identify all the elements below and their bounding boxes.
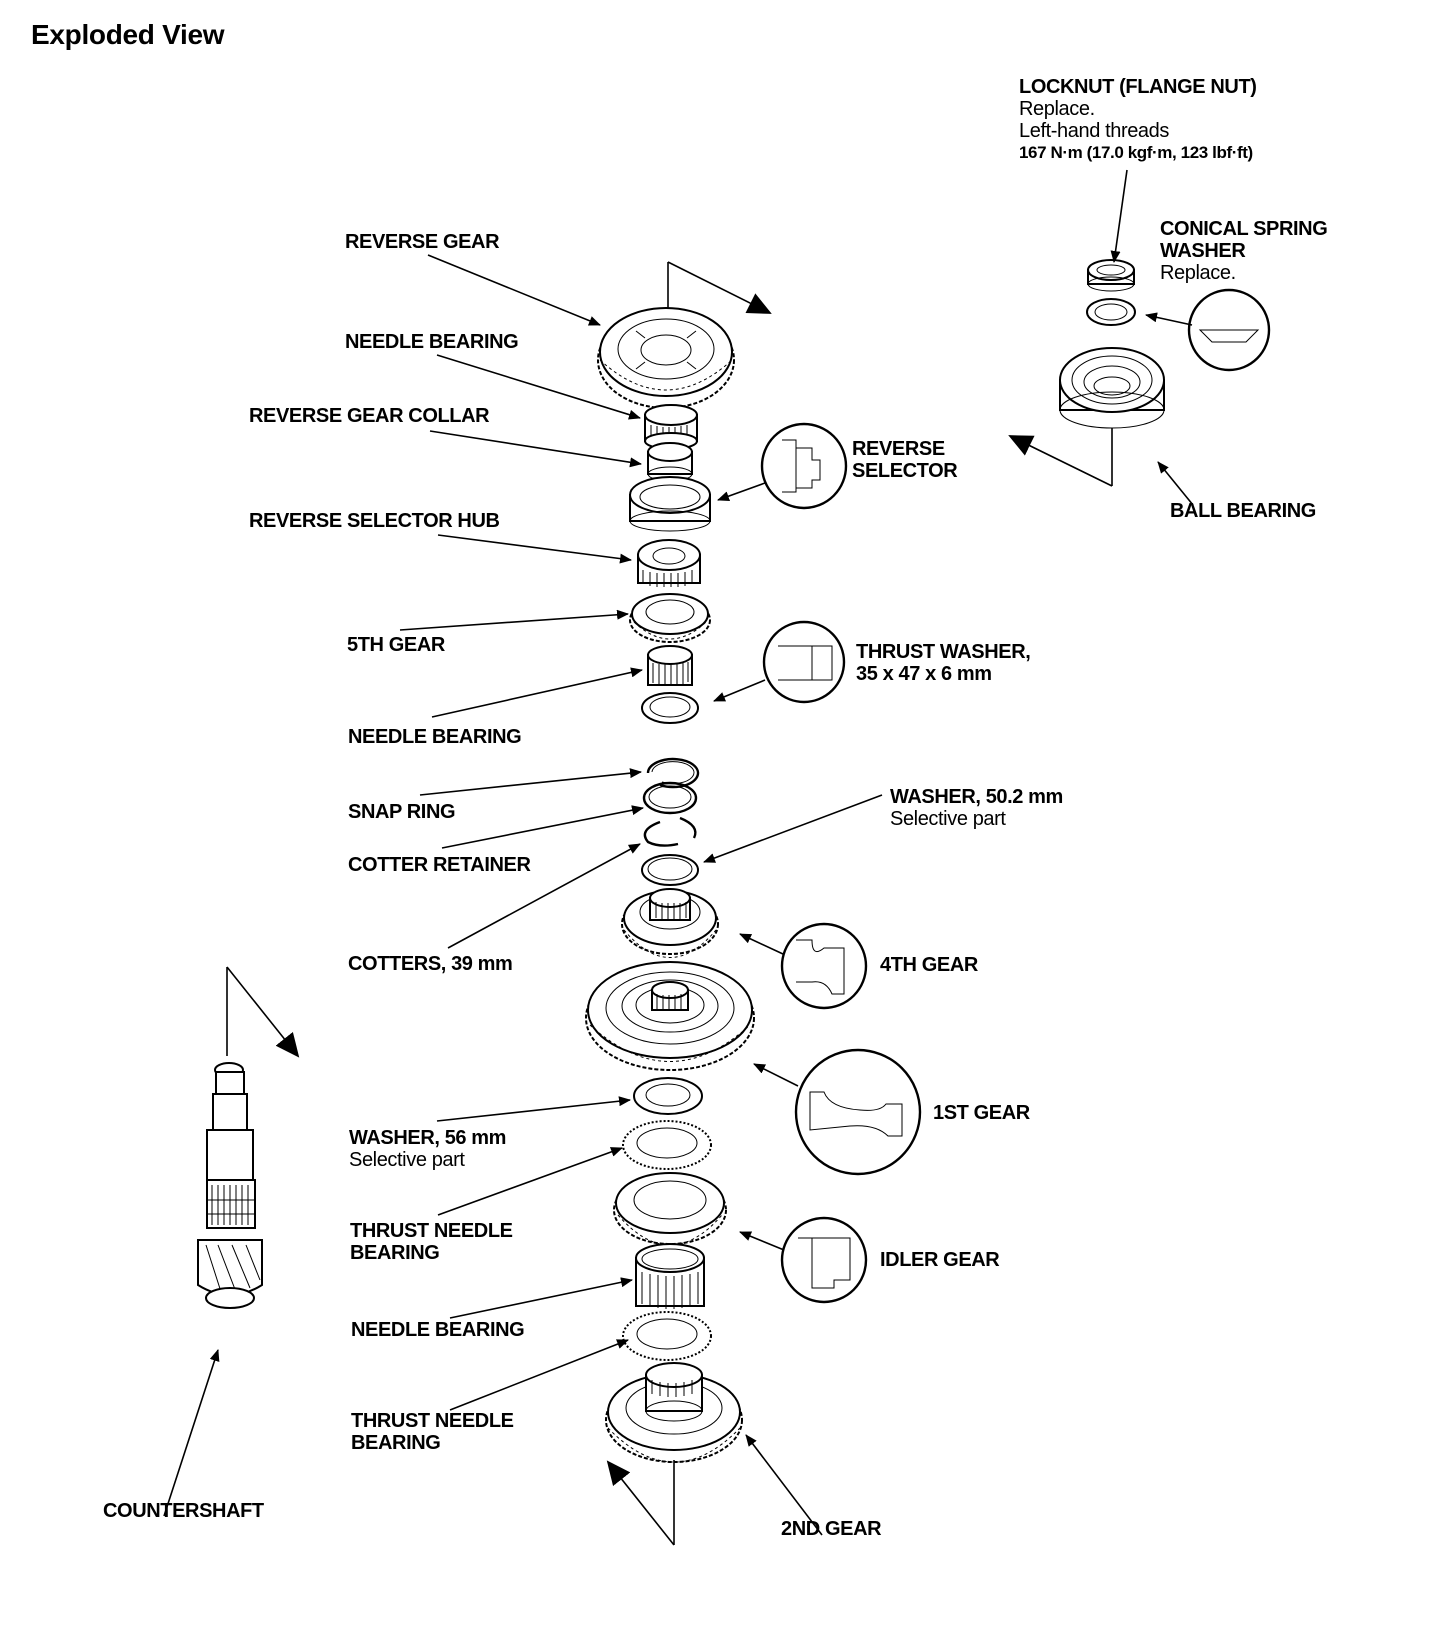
idler-gear-label: IDLER GEAR <box>880 1249 1000 1271</box>
reverse-selector-detail <box>717 422 848 510</box>
conical-spring-washer-detail <box>1187 288 1271 372</box>
cotters-part <box>643 816 697 847</box>
snap-ring-label: SNAP RING <box>348 801 456 823</box>
conical-spring-washer-line2: WASHER <box>1160 240 1246 262</box>
fourth-gear-part <box>621 888 719 958</box>
thrust-washer-part <box>641 692 699 724</box>
washer-50-2-label: WASHER, 50.2 mm Selective part <box>890 786 1063 830</box>
reverse-gear-collar-part <box>647 442 693 482</box>
locknut-torque: 167 N·m (17.0 kgf·m, 123 lbf·ft) <box>1019 143 1253 162</box>
thrust-washer-line2: 35 x 47 x 6 mm <box>856 663 992 685</box>
conical-spring-washer-note: Replace. <box>1160 262 1236 284</box>
reverse-selector-line1: REVERSE <box>852 438 945 460</box>
leader-lines <box>163 169 1194 1536</box>
needle-bearing-3-part <box>635 1243 705 1309</box>
reverse-selector-label: REVERSE SELECTOR <box>852 438 958 482</box>
first-gear-part <box>585 961 755 1071</box>
washer-56-label: WASHER, 56 mm Selective part <box>349 1127 506 1171</box>
washer-50-2-note: Selective part <box>890 808 1006 830</box>
fifth-gear-part <box>629 593 711 643</box>
thrust-needle-bearing-2-line1: THRUST NEEDLE <box>351 1410 514 1432</box>
thrust-needle-bearing-1-part <box>622 1120 712 1170</box>
reverse-gear-part <box>597 307 735 409</box>
thrust-washer-detail <box>713 620 846 704</box>
fifth-gear-label: 5TH GEAR <box>347 634 445 656</box>
cotters-label: COTTERS, 39 mm <box>348 953 513 975</box>
locknut-note-replace: Replace. <box>1019 98 1095 120</box>
conical-spring-washer-label: CONICAL SPRING WASHER Replace. <box>1160 218 1328 284</box>
diagram-title: Exploded View <box>31 19 225 50</box>
washer-50-2-part <box>641 854 699 886</box>
reverse-selector-line2: SELECTOR <box>852 460 958 482</box>
reverse-selector-part <box>629 476 711 532</box>
locknut-note-threads: Left-hand threads <box>1019 120 1169 142</box>
idler-gear-part <box>613 1172 727 1246</box>
washer-50-2-name: WASHER, 50.2 mm <box>890 786 1063 808</box>
reverse-selector-hub-label: REVERSE SELECTOR HUB <box>249 510 500 532</box>
conical-spring-washer-line1: CONICAL SPRING <box>1160 218 1328 240</box>
needle-bearing-1-label: NEEDLE BEARING <box>345 331 519 353</box>
cotter-retainer-part <box>642 781 698 815</box>
assembly-direction-arrow-ball-bearing <box>1008 428 1113 487</box>
ball-bearing-label: BALL BEARING <box>1170 500 1316 522</box>
locknut-part <box>1087 259 1135 292</box>
first-gear-detail <box>753 1048 922 1176</box>
washer-56-part <box>633 1077 703 1115</box>
thrust-needle-bearing-1-line2: BEARING <box>350 1242 440 1264</box>
countershaft-label: COUNTERSHAFT <box>103 1500 264 1522</box>
second-gear-label: 2ND GEAR <box>781 1518 882 1540</box>
thrust-needle-bearing-1-label: THRUST NEEDLE BEARING <box>350 1220 513 1264</box>
reverse-gear-collar-label: REVERSE GEAR COLLAR <box>249 405 490 427</box>
thrust-needle-bearing-2-part <box>622 1311 712 1361</box>
fourth-gear-label: 4TH GEAR <box>880 954 978 976</box>
thrust-needle-bearing-1-line1: THRUST NEEDLE <box>350 1220 513 1242</box>
conical-spring-washer-part <box>1086 298 1136 326</box>
first-gear-label: 1ST GEAR <box>933 1102 1030 1124</box>
thrust-needle-bearing-2-label: THRUST NEEDLE BEARING <box>351 1410 514 1454</box>
thrust-washer-label: THRUST WASHER, 35 x 47 x 6 mm <box>856 641 1031 685</box>
cotter-retainer-label: COTTER RETAINER <box>348 854 531 876</box>
thrust-washer-line1: THRUST WASHER, <box>856 641 1031 663</box>
locknut-name: LOCKNUT (FLANGE NUT) <box>1019 76 1257 98</box>
ball-bearing-part <box>1059 347 1165 429</box>
washer-56-name: WASHER, 56 mm <box>349 1127 507 1149</box>
thrust-needle-bearing-2-line2: BEARING <box>351 1432 441 1454</box>
reverse-selector-hub-part <box>637 539 701 587</box>
needle-bearing-3-label: NEEDLE BEARING <box>351 1319 525 1341</box>
needle-bearing-2-label: NEEDLE BEARING <box>348 726 522 748</box>
locknut-label: LOCKNUT (FLANGE NUT) Replace. Left-hand … <box>1019 76 1257 164</box>
assembly-direction-arrow-bottom <box>606 1460 675 1546</box>
fourth-gear-detail <box>739 922 868 1010</box>
second-gear-part <box>605 1362 743 1463</box>
countershaft-part <box>197 966 300 1309</box>
washer-56-note: Selective part <box>349 1149 465 1171</box>
reverse-gear-label: REVERSE GEAR <box>345 231 500 253</box>
needle-bearing-2-part <box>647 645 693 686</box>
idler-gear-detail <box>739 1216 868 1304</box>
